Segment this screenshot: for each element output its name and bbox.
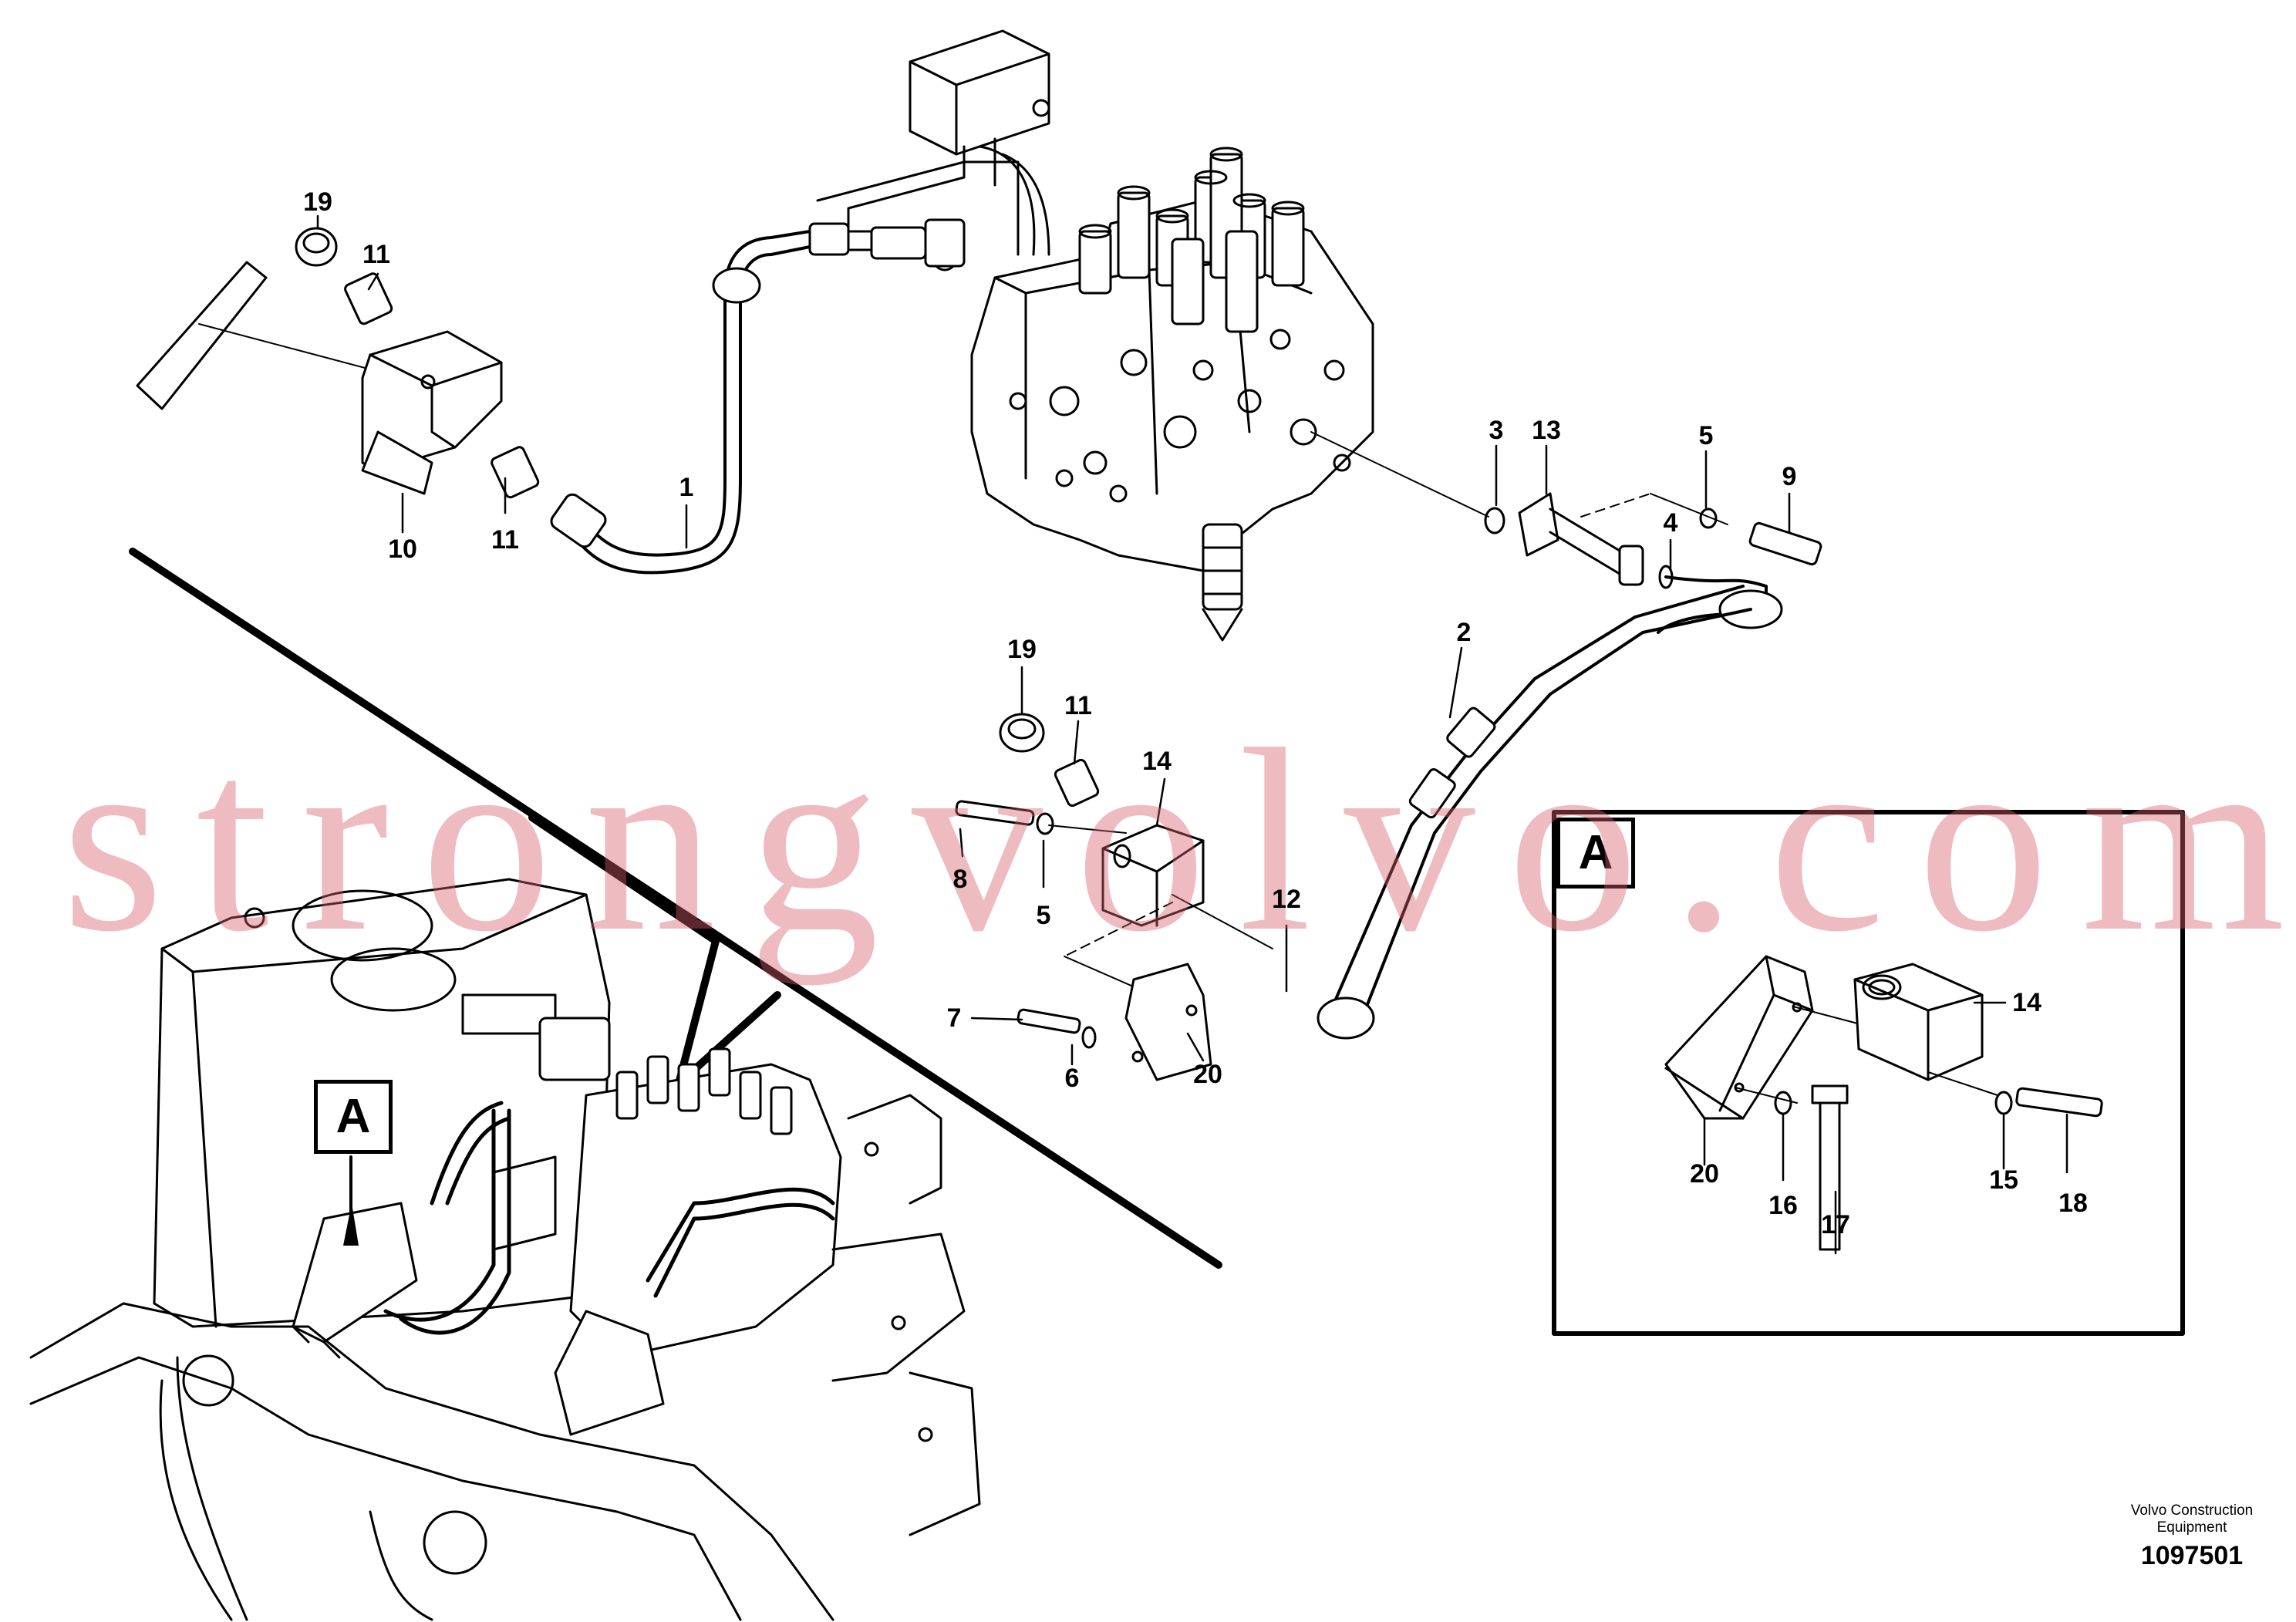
callout-7: 7 [946,1003,962,1033]
hose-2 [1317,585,1752,1040]
callout-8: 8 [952,865,968,894]
callout-19: 19 [1007,635,1037,664]
callout-11: 11 [491,525,519,555]
callout-17: 17 [1821,1210,1850,1239]
footer: Volvo Construction Equipment 1097501 [2111,1502,2273,1571]
callout-12: 12 [1272,885,1301,914]
callout-14: 14 [2012,988,2041,1017]
machine-overview-drawing [29,878,981,1621]
document-number: 1097501 [2140,1541,2244,1570]
callout-19: 19 [303,187,332,217]
detail-a-frame [1552,810,2185,1336]
callout-5: 5 [1698,421,1714,450]
leader-lines [316,214,2068,1255]
callout-6: 6 [1064,1064,1080,1093]
pressure-switch-assembly-lower [955,713,1273,1081]
callout-13: 13 [1532,416,1561,445]
callout-11: 11 [362,240,390,269]
detail-a-drawing [1664,955,2103,1251]
publisher-label: Volvo Construction Equipment [2130,1502,2254,1536]
callout-20: 20 [1690,1159,1719,1189]
callout-3: 3 [1489,416,1504,445]
callout-20: 20 [1193,1060,1222,1089]
hose-1 [550,218,966,575]
separator-line [129,548,1222,1269]
separator-line-notch [528,814,781,1088]
callout-11: 11 [1064,691,1092,720]
detail-a-reference-box: A [314,1080,393,1154]
callout-9: 9 [1782,462,1797,491]
callout-15: 15 [1989,1165,2018,1195]
callout-2: 2 [1456,618,1472,647]
callout-5: 5 [1036,901,1051,930]
callout-14: 14 [1142,747,1172,776]
pressure-switch-assembly-upper [136,227,540,499]
tube-assembly-right [1310,431,1822,634]
callout-1: 1 [679,473,694,502]
callout-4: 4 [1663,508,1678,538]
callout-18: 18 [2058,1189,2088,1218]
callout-10: 10 [388,534,417,564]
callout-16: 16 [1768,1191,1798,1220]
control-valve-assembly [816,29,1374,642]
detail-a-inset-label: A [1556,818,1635,889]
